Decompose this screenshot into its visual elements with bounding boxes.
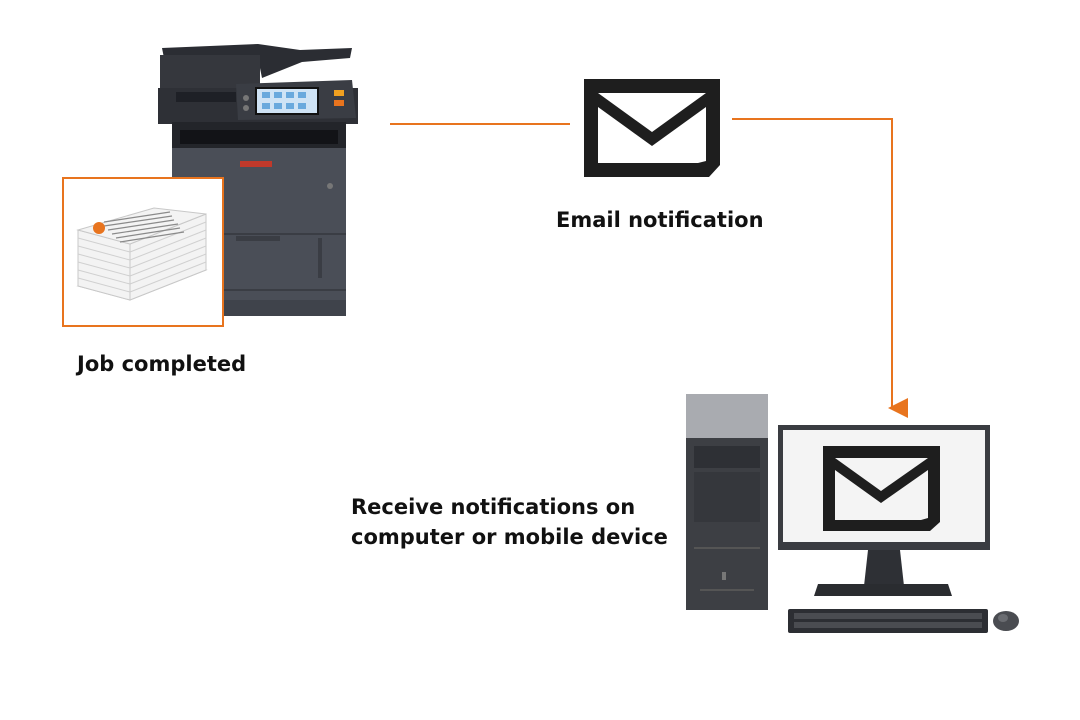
desktop-computer-icon bbox=[686, 394, 990, 610]
receive-notifications-line-1: Receive notifications on bbox=[351, 495, 636, 519]
email-notification-label: Email notification bbox=[556, 208, 764, 232]
mouse-icon bbox=[993, 611, 1019, 631]
envelope-icon bbox=[584, 79, 720, 177]
receive-notifications-line-2: computer or mobile device bbox=[351, 525, 668, 549]
job-completed-label: Job completed bbox=[77, 352, 247, 376]
connector-email-computer bbox=[732, 118, 908, 418]
receive-notifications-label: Receive notifications on computer or mob… bbox=[351, 492, 711, 552]
keyboard-icon bbox=[788, 609, 988, 633]
paper-stack-icon bbox=[62, 177, 224, 327]
